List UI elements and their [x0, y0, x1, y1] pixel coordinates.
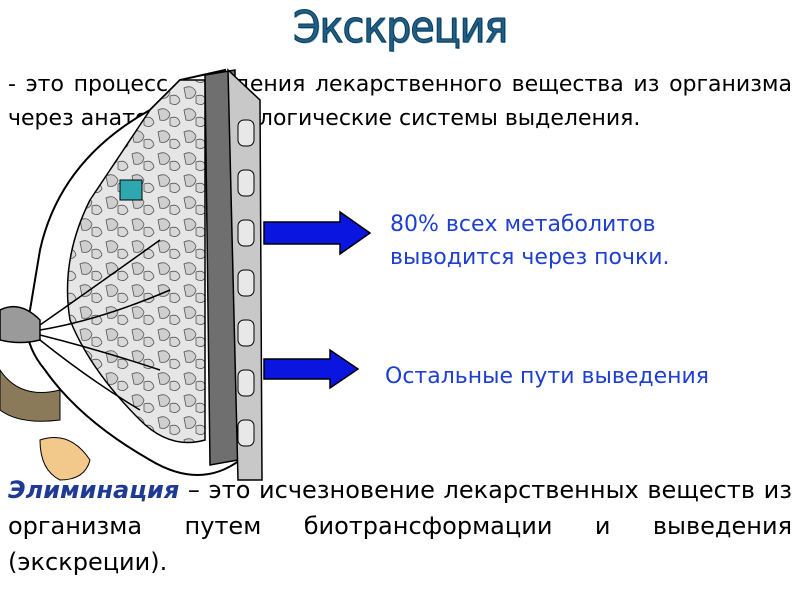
- kidneys-callout-line1: 80% всех метаболитов: [390, 212, 656, 237]
- elimination-definition: – это исчезновение лекарственных веществ…: [8, 476, 792, 576]
- elimination-text: Элиминация – это исчезновение лекарствен…: [8, 472, 792, 580]
- anatomical-cross-section-icon: [0, 68, 263, 481]
- right-arrow-icon: [263, 348, 360, 390]
- definition-text: - это процесс выведения лекарственного в…: [8, 72, 792, 131]
- slide-title: Экскреция: [292, 2, 508, 54]
- kidneys-callout-line2: выводится через почки.: [390, 245, 670, 270]
- right-arrow-icon: [263, 210, 372, 256]
- other-routes-callout: Остальные пути выведения: [385, 364, 710, 389]
- elimination-term: Элиминация: [8, 476, 180, 504]
- kidneys-callout: 80% всех метаболитов выводится через поч…: [390, 208, 670, 274]
